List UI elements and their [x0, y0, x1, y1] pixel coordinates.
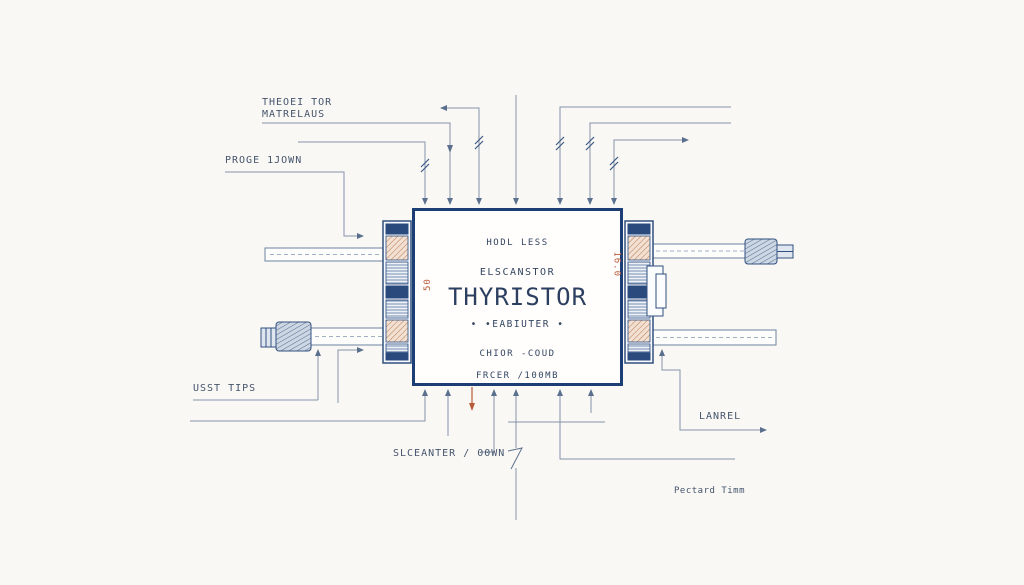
thyristor-component-box: HODL LESS ELSCANSTOR THYRISTOR • •EABIUT…	[412, 208, 623, 386]
box-subtitle: • •EABIUTER •	[470, 319, 565, 330]
proge-leader-line	[225, 171, 357, 237]
seven-break-mark	[507, 447, 523, 470]
bottom-arrowheads	[315, 347, 767, 433]
red-pointer-line	[469, 387, 475, 411]
left-roller-column	[382, 220, 412, 364]
lower-right-shaft	[651, 329, 777, 346]
top-arrowheads	[422, 105, 689, 205]
callout-mid-left: PROGE 1JOWN	[225, 155, 303, 166]
box-title: THYRISTOR	[447, 283, 588, 311]
lower-left-bolt	[260, 321, 387, 352]
top-leader-lines	[262, 95, 731, 198]
proge-arrowhead	[357, 233, 364, 239]
callout-top-left-line1: THEOEI TOR	[262, 97, 333, 108]
callout-top-left-line2: MATRELAUS	[262, 109, 326, 120]
footnote-text: Pectard Timm	[674, 486, 746, 496]
right-roller-column	[624, 220, 667, 364]
callout-bottom-center: SLCEANTER / 00WN	[393, 448, 506, 459]
right-dimension-text: 16.0	[612, 251, 622, 277]
bottom-leader-lines	[190, 349, 760, 520]
box-top-label: HODL LESS	[486, 238, 549, 248]
break-marks	[420, 135, 619, 173]
callout-bottom-right: LANREL	[699, 411, 742, 422]
upper-left-shaft	[264, 247, 386, 262]
box-lower-label: CHIOR -COUD	[479, 349, 556, 359]
left-dimension-text: 50	[423, 278, 433, 291]
box-bottom-label: FRCER /100MB	[475, 371, 560, 381]
upper-right-bolt	[651, 238, 794, 265]
callout-bottom-left: USST TIPS	[193, 383, 257, 394]
box-upper-label: ELSCANSTOR	[479, 267, 556, 278]
